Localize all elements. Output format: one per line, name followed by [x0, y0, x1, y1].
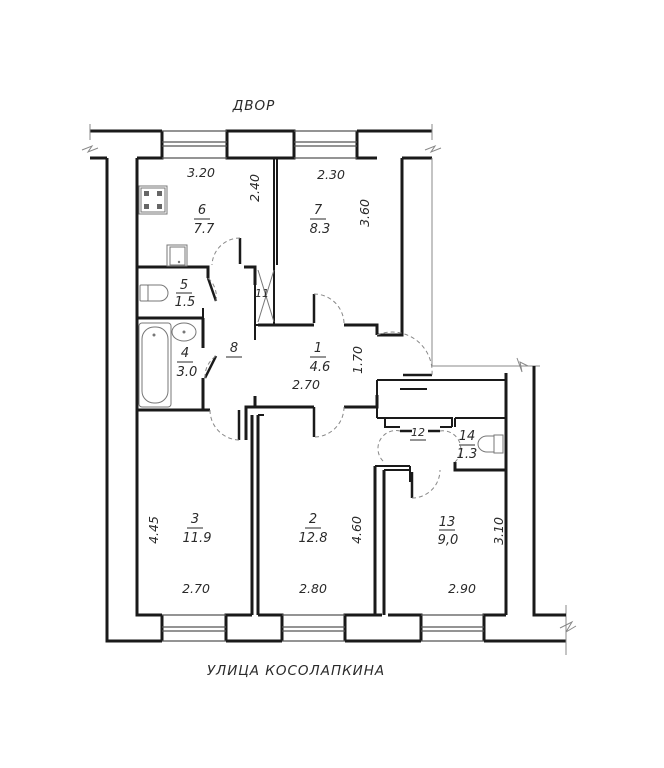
svg-text:1.5: 1.5	[175, 295, 196, 310]
room-label-5: 5 1.5	[175, 278, 196, 310]
room-label-6: 6 7.7	[194, 203, 215, 237]
exterior-wall-bottom	[160, 605, 577, 655]
doors	[203, 237, 462, 499]
door-room2	[312, 406, 345, 438]
dim-room3-width: 2.70	[182, 581, 210, 596]
room-label-14: 14 1.3	[457, 429, 478, 462]
door-kitchen	[211, 237, 242, 266]
window-room2	[282, 614, 345, 642]
dim-room3-length: 4.45	[146, 516, 161, 544]
window-room13	[421, 614, 484, 642]
window-kitchen	[162, 130, 227, 159]
dim-hall-width: 2.70	[292, 377, 320, 392]
room-label-8: 8	[226, 341, 242, 358]
svg-text:4: 4	[181, 346, 189, 361]
dim-room2-width: 2.80	[299, 581, 327, 596]
svg-text:2: 2	[309, 512, 317, 527]
door-corridor-12	[377, 429, 462, 463]
window-room7	[294, 130, 357, 159]
svg-text:7: 7	[314, 203, 323, 218]
window-room3	[162, 614, 226, 642]
fixtures	[138, 185, 504, 454]
svg-text:11: 11	[255, 287, 269, 300]
room-label-12: 12	[410, 426, 426, 441]
svg-text:12.8: 12.8	[299, 531, 328, 546]
room-label-7: 7 8.3	[310, 203, 331, 237]
kitchen-sink-icon	[166, 244, 188, 267]
room-label-3: 3 11.9	[183, 512, 212, 546]
dim-room7-length: 3.60	[357, 199, 372, 227]
svg-text:14: 14	[459, 429, 476, 444]
svg-text:5: 5	[180, 278, 188, 293]
exterior-wall-top	[81, 124, 442, 160]
svg-text:1.3: 1.3	[457, 447, 478, 462]
dim-kitchen-length: 2.40	[247, 174, 262, 202]
door-hall-east	[376, 331, 433, 377]
svg-text:12: 12	[411, 426, 425, 439]
dim-room13-width: 2.90	[448, 581, 476, 596]
break-symbol-top-left	[81, 124, 99, 154]
room-labels: 1 4.6 2 12.8 3 11.9 4 3.0 5 1.5 6 7.7	[175, 203, 478, 548]
stove-icon	[138, 185, 168, 215]
room-label-13: 13 9,0	[438, 515, 459, 548]
courtyard-label: ДВОР	[232, 98, 276, 114]
exterior-wall-left	[105, 158, 162, 643]
dim-hall-length: 1.70	[350, 346, 365, 374]
door-room13	[410, 469, 441, 499]
door-wc	[206, 277, 218, 302]
svg-text:6: 6	[198, 203, 206, 218]
svg-text:3.0: 3.0	[177, 365, 198, 380]
exterior-wall-right	[376, 158, 566, 617]
break-symbol-top-right	[424, 124, 442, 154]
street-label: УЛИЦА КОСОЛАПКИНА	[207, 663, 385, 679]
dim-room13-length: 3.10	[491, 517, 506, 545]
svg-text:8: 8	[230, 341, 238, 356]
dim-room2-length: 4.60	[349, 516, 364, 544]
svg-text:4.6: 4.6	[310, 360, 331, 375]
break-symbol-bottom-right	[559, 605, 577, 655]
svg-text:8.3: 8.3	[310, 222, 331, 237]
toilet-icon	[139, 284, 169, 302]
bathtub-icon	[138, 322, 172, 408]
svg-text:11.9: 11.9	[183, 531, 212, 546]
room-label-4: 4 3.0	[177, 346, 198, 380]
door-bath	[203, 355, 218, 379]
door-room3	[209, 409, 241, 441]
svg-text:7.7: 7.7	[194, 222, 215, 237]
dim-kitchen-width: 3.20	[187, 165, 215, 180]
room-label-2: 2 12.8	[299, 512, 328, 546]
dimension-labels: 3.20 2.40 2.30 3.60 1.70 2.70 4.45 2.70 …	[146, 165, 506, 596]
svg-text:3: 3	[191, 512, 199, 527]
toilet-14-icon	[477, 434, 504, 454]
room-label-1: 1 4.6	[310, 341, 331, 375]
room-label-11: 11	[255, 287, 269, 300]
interior-walls	[137, 158, 506, 615]
door-room7	[312, 293, 345, 326]
dim-room7-width: 2.30	[317, 167, 345, 182]
washbasin-icon	[171, 322, 197, 342]
svg-text:1: 1	[314, 341, 322, 356]
svg-text:13: 13	[439, 515, 456, 530]
svg-text:9,0: 9,0	[438, 533, 459, 548]
